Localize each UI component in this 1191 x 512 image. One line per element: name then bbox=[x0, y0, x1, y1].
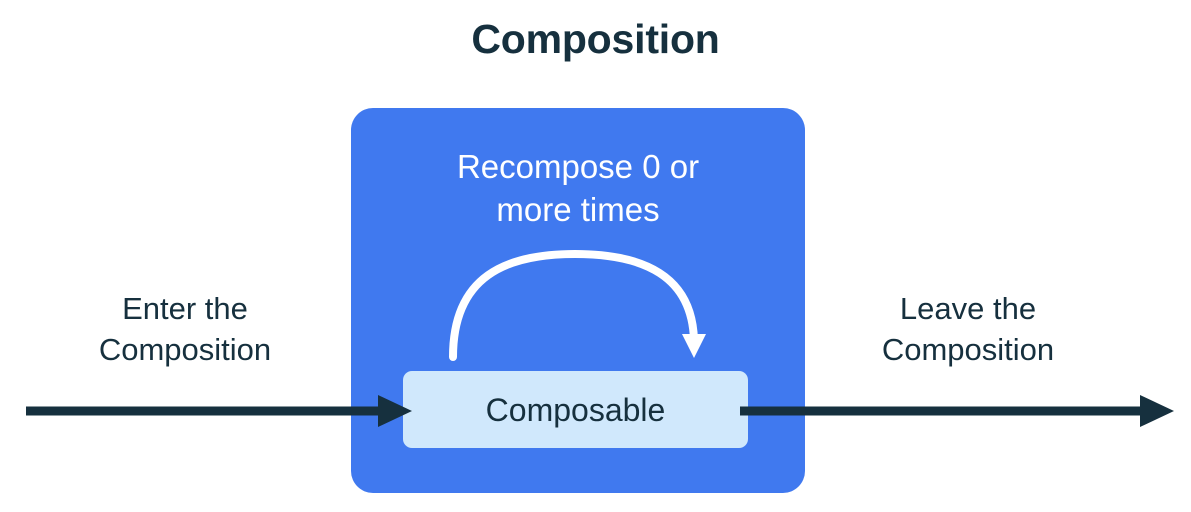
page-title: Composition bbox=[471, 16, 720, 62]
composable-box: Composable bbox=[403, 371, 748, 448]
enter-composition-arrow bbox=[26, 395, 412, 427]
leave-composition-label: Leave the Composition bbox=[881, 291, 1055, 368]
leave-composition-arrow bbox=[740, 395, 1174, 427]
recompose-loop-arrow bbox=[449, 249, 706, 361]
recompose-label: Recompose 0 or more times bbox=[456, 148, 700, 228]
enter-composition-label: Enter the Composition bbox=[98, 291, 272, 368]
composable-label: Composable bbox=[485, 391, 666, 428]
